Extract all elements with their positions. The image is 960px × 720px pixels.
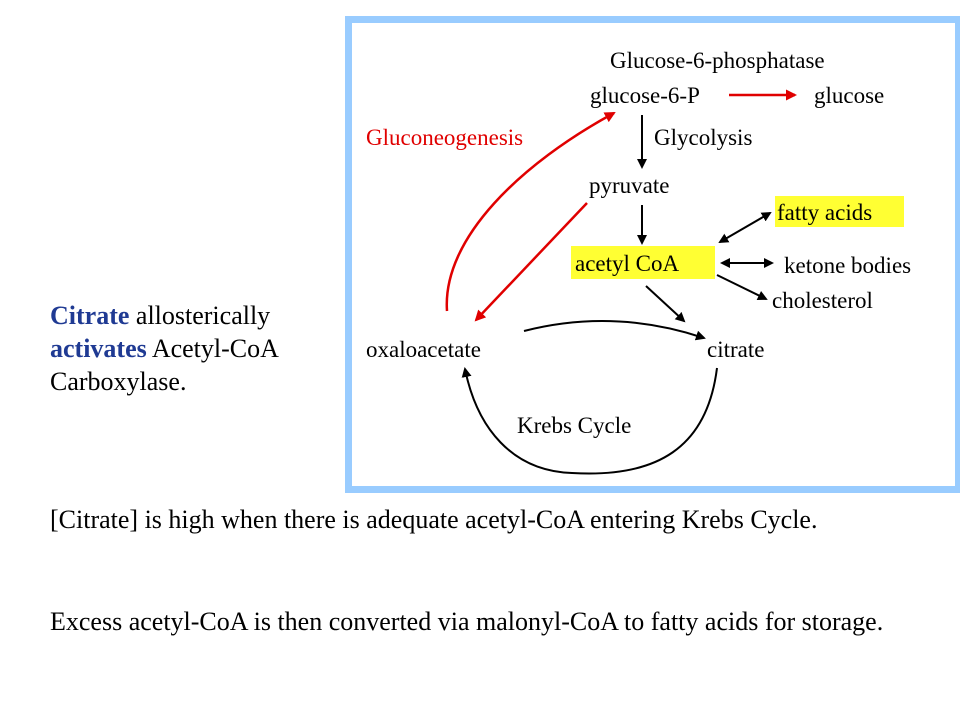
- fatty-acids-label: fatty acids: [777, 200, 872, 225]
- citrate-note: Citrate allosterically activates Acetyl-…: [50, 299, 330, 398]
- arrow-pyruvate-to-oxaloacetate-red: [474, 202, 588, 322]
- metabolic-pathway-diagram: Glucose-6-phosphatase glucose-6-P glucos…: [366, 48, 911, 475]
- glycolysis-label: Glycolysis: [654, 125, 752, 150]
- pathway-diagram-frame: Glucose-6-phosphatase glucose-6-P glucos…: [345, 16, 960, 493]
- arrow-oxaloacetate-to-citrate: [523, 320, 706, 341]
- paragraph-excess-acetyl-coa: Excess acetyl-CoA is then converted via …: [50, 607, 884, 636]
- arrow-krebs-cycle-return: [461, 367, 718, 475]
- gluconeogenesis-label: Gluconeogenesis: [366, 125, 523, 150]
- fatty-acids-highlight: [775, 196, 904, 227]
- glucose-6-p-label: glucose-6-P: [590, 83, 700, 108]
- paragraph-citrate-high: [Citrate] is high when there is adequate…: [50, 505, 818, 534]
- enzyme-label: Glucose-6-phosphatase: [610, 48, 825, 73]
- arrow-acetylcoa-fatty-acids: [718, 211, 772, 244]
- citrate-note-text-1: allosterically: [129, 301, 271, 330]
- citrate-label: citrate: [707, 337, 764, 362]
- glucose-label: glucose: [814, 83, 884, 108]
- ketone-bodies-label: ketone bodies: [784, 253, 911, 278]
- citrate-note-text-2: Acetyl-CoA Carboxylase.: [50, 334, 278, 396]
- citrate-term: Citrate: [50, 301, 130, 330]
- cholesterol-label: cholesterol: [772, 288, 873, 313]
- krebs-cycle-label: Krebs Cycle: [517, 413, 631, 438]
- acetyl-coa-highlight: [571, 246, 715, 279]
- acetyl-coa-label: acetyl CoA: [575, 251, 679, 276]
- arrow-gluconeogenesis-red: [445, 111, 616, 312]
- arrow-acetylcoa-to-citrate: [645, 285, 686, 323]
- arrow-acetylcoa-cholesterol: [716, 274, 768, 300]
- activates-term: activates: [50, 334, 147, 363]
- oxaloacetate-label: oxaloacetate: [366, 337, 481, 362]
- pyruvate-label: pyruvate: [589, 173, 669, 198]
